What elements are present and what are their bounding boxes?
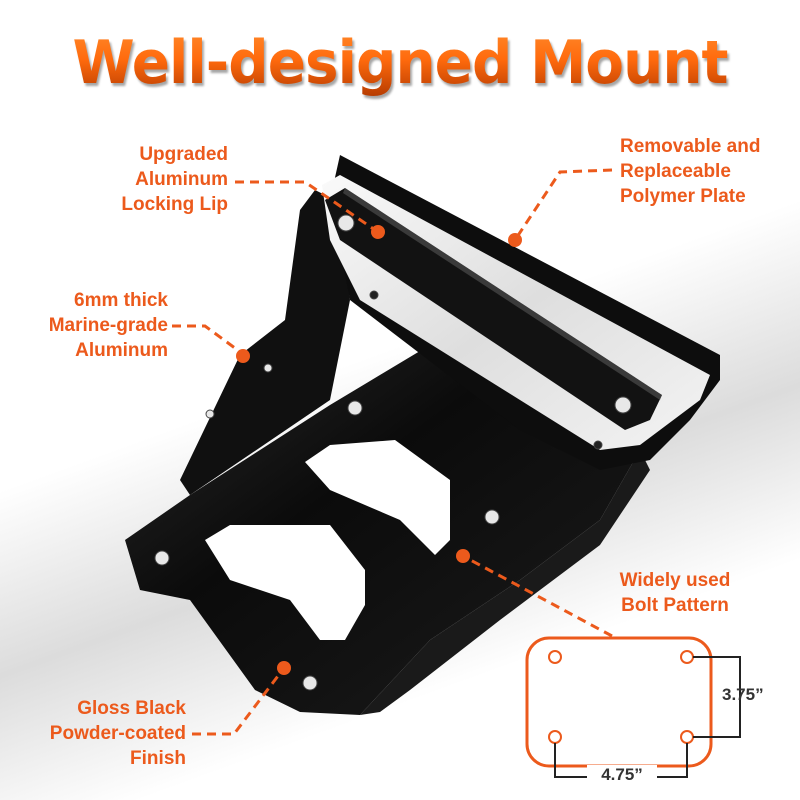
finish-leader [192, 667, 286, 736]
callout-line: Marine-grade [48, 315, 168, 336]
callout-line: Widely used [619, 570, 731, 591]
bolt-holes [154, 214, 632, 691]
callout-line: Powder-coated [49, 723, 186, 744]
callout-line: 6mm thick [74, 290, 168, 311]
locking-lip [325, 188, 662, 430]
callout-line: Gloss Black [77, 698, 186, 719]
base-cutout-front [205, 525, 365, 640]
side-upright [180, 190, 350, 495]
bolt-width-label: 4.75” [587, 765, 657, 785]
bolt-pattern-diagram [525, 636, 741, 778]
callout-finish: Gloss Black Powder-coated Finish [20, 696, 186, 771]
callout-bolt-pattern: Widely used Bolt Pattern [600, 568, 750, 618]
locking-lip-leader [235, 180, 379, 234]
page-title: Well-designed Mount [24, 28, 776, 98]
callout-line: Finish [130, 748, 186, 769]
callout-dots [236, 225, 522, 675]
callout-line: Upgraded [139, 144, 228, 165]
callout-polymer-plate: Removable and Replaceable Polymer Plate [620, 134, 790, 209]
bolt-pattern-leader [462, 554, 613, 638]
callout-line: Locking Lip [121, 194, 228, 215]
polymer-plate-leader [513, 168, 613, 241]
callout-line: Aluminum [135, 169, 228, 190]
callout-lines [172, 168, 613, 736]
callout-line: Bolt Pattern [621, 595, 729, 616]
callout-line: Removable and [620, 136, 761, 157]
callout-line: Replaceable [620, 161, 731, 182]
base-plate [125, 345, 640, 715]
callout-line: Aluminum [75, 340, 168, 361]
base-cutout-rear [305, 440, 450, 555]
bolt-height-label: 3.75” [722, 685, 764, 704]
aluminum-leader [172, 324, 244, 356]
callout-aluminum: 6mm thick Marine-grade Aluminum [20, 288, 168, 363]
callout-locking-lip: Upgraded Aluminum Locking Lip [96, 142, 228, 217]
callout-line: Polymer Plate [620, 186, 746, 207]
